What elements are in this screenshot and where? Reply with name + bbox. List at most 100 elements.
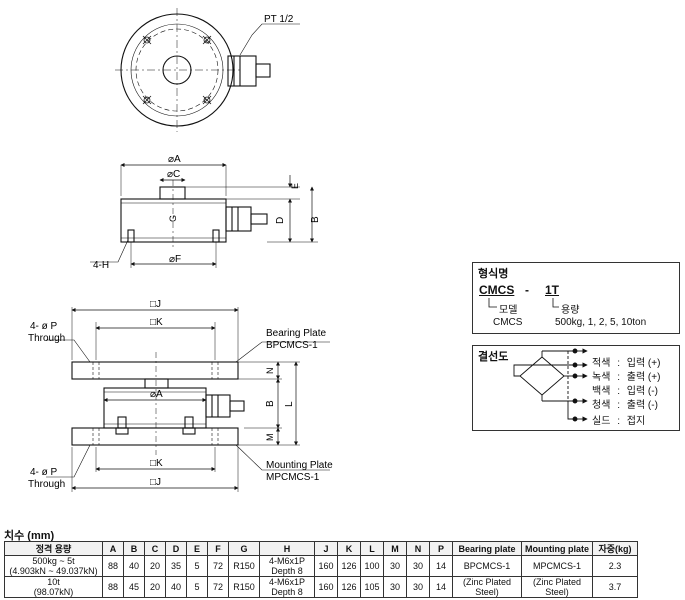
cell-d: 40 (165, 576, 187, 598)
asm-dim-a: ⌀A (150, 389, 163, 400)
h-line2: Depth 8 (271, 566, 303, 576)
asm-dim-l: L (284, 401, 295, 407)
header-h: H (259, 541, 315, 556)
cell-k: 126 (337, 576, 361, 598)
header-bearing-plate: Bearing plate (452, 541, 522, 556)
cell-n: 30 (406, 555, 430, 577)
side-dim-d: D (275, 217, 286, 224)
cell-a: 88 (102, 576, 124, 598)
wire-signal: 출력 (-) (626, 400, 658, 411)
side-dim-g: G (168, 215, 178, 222)
wire-signal: 접지 (626, 416, 646, 427)
capacity-line2: (4.903kN ~ 49.037kN) (9, 566, 98, 576)
side-dim-e: E (290, 183, 300, 189)
mounting-plate-label: Mounting Plate (266, 460, 333, 471)
cell-j: 160 (314, 555, 338, 577)
wire-color: 백색 (592, 386, 611, 397)
asm-dim-j-top: □J (150, 299, 161, 310)
wiring-diagram-box: 결선도 (472, 345, 680, 431)
wire-row-green: 녹색 : 출력 (+) (592, 368, 660, 383)
top-view (115, 8, 300, 132)
cell-e: 5 (186, 576, 208, 598)
header-f: F (207, 541, 229, 556)
side-dim-c: ⌀C (167, 169, 180, 180)
h-line1: 4-M6x1P (268, 577, 305, 587)
cell-l: 100 (360, 555, 384, 577)
model-value: CMCS (493, 317, 523, 328)
cell-capacity: 10t(98.07kN) (4, 576, 103, 598)
capacity-line1: 500kg ~ 5t (32, 556, 75, 566)
header-j: J (314, 541, 338, 556)
asm-dim-j-bot: □J (150, 477, 161, 488)
h-line1: 4-M6x1P (268, 556, 305, 566)
side-dim-a: ⌀A (168, 154, 181, 165)
wiring-title: 결선도 (478, 351, 509, 363)
through-bot-line1: 4- ø P (30, 467, 58, 478)
cell-p: 14 (429, 555, 453, 577)
table-row: 10t(98.07kN) 88 45 20 40 5 72 R150 4-M6x… (4, 576, 638, 598)
asm-dim-k-top: □K (150, 317, 163, 328)
cell-f: 72 (207, 555, 229, 577)
asm-dim-k-bot: □K (150, 458, 163, 469)
cell-weight: 2.3 (592, 555, 638, 577)
model-dash: - (525, 283, 529, 297)
cell-mounting-plate: (Zinc Plated Steel) (521, 576, 593, 598)
model-label: 모델 (499, 305, 518, 316)
cell-k: 126 (337, 555, 361, 577)
wire-signal: 입력 (-) (626, 386, 658, 397)
header-m: M (383, 541, 407, 556)
side-dim-h: 4-H (93, 260, 109, 271)
capacity-value: 500kg, 1, 2, 5, 10ton (555, 317, 647, 328)
header-g: G (228, 541, 260, 556)
asm-dim-m: M (265, 434, 275, 442)
model-designation-box: 형식명 CMCS - 1T 모델 용량 CMCS 500kg, 1, 2, 5,… (472, 262, 680, 334)
cell-c: 20 (144, 555, 166, 577)
wire-color: 적색 (592, 358, 611, 369)
header-p: P (429, 541, 453, 556)
wiring-bridge (513, 348, 588, 422)
bearing-plate-label: Bearing Plate (266, 328, 326, 339)
wire-signal: 입력 (+) (626, 358, 661, 369)
wire-row-white: 백색 : 입력 (-) (592, 382, 658, 397)
wire-sep: : (617, 400, 620, 411)
feet (127, 229, 220, 243)
header-k: K (337, 541, 361, 556)
wire-sep: : (617, 358, 620, 369)
dimensions-title: 치수 (mm) (4, 530, 55, 542)
bolt-holes (142, 35, 212, 105)
side-dim-b: B (310, 216, 321, 223)
cell-bearing-plate: (Zinc Plated Steel) (452, 576, 522, 598)
cell-p: 14 (429, 576, 453, 598)
cell-a: 88 (102, 555, 124, 577)
cell-j: 160 (314, 576, 338, 598)
mounting-plate-code: MPCMCS-1 (266, 472, 320, 483)
cell-b: 45 (123, 576, 145, 598)
side-connector (225, 206, 268, 232)
wire-sep: : (617, 416, 620, 427)
header-b: B (123, 541, 145, 556)
table-row: 500kg ~ 5t(4.903kN ~ 49.037kN) 88 40 20 … (4, 555, 638, 577)
wire-row-red: 적색 : 입력 (+) (592, 354, 660, 369)
cell-g: R150 (228, 576, 260, 598)
header-weight: 자중(kg) (592, 541, 638, 556)
wire-color: 청색 (592, 400, 611, 411)
header-capacity: 정격 용량 (4, 541, 103, 556)
side-dim-f: ⌀F (169, 254, 181, 265)
through-top-line1: 4- ø P (30, 321, 58, 332)
cell-e: 5 (186, 555, 208, 577)
cell-m: 30 (383, 555, 407, 577)
asm-dim-b: B (265, 400, 276, 407)
asm-dim-n: N (265, 368, 275, 375)
designation-brackets (488, 298, 559, 308)
header-d: D (165, 541, 187, 556)
h-line2: Depth 8 (271, 587, 303, 597)
bearing-plate-code: BPCMCS-1 (266, 340, 318, 351)
cell-weight: 3.7 (592, 576, 638, 598)
cell-b: 40 (123, 555, 145, 577)
cell-d: 35 (165, 555, 187, 577)
through-bot-line2: Through (28, 479, 65, 490)
wire-row-shield: 실드 : 접지 (592, 412, 645, 427)
capacity-line2: (98.07kN) (33, 587, 74, 597)
